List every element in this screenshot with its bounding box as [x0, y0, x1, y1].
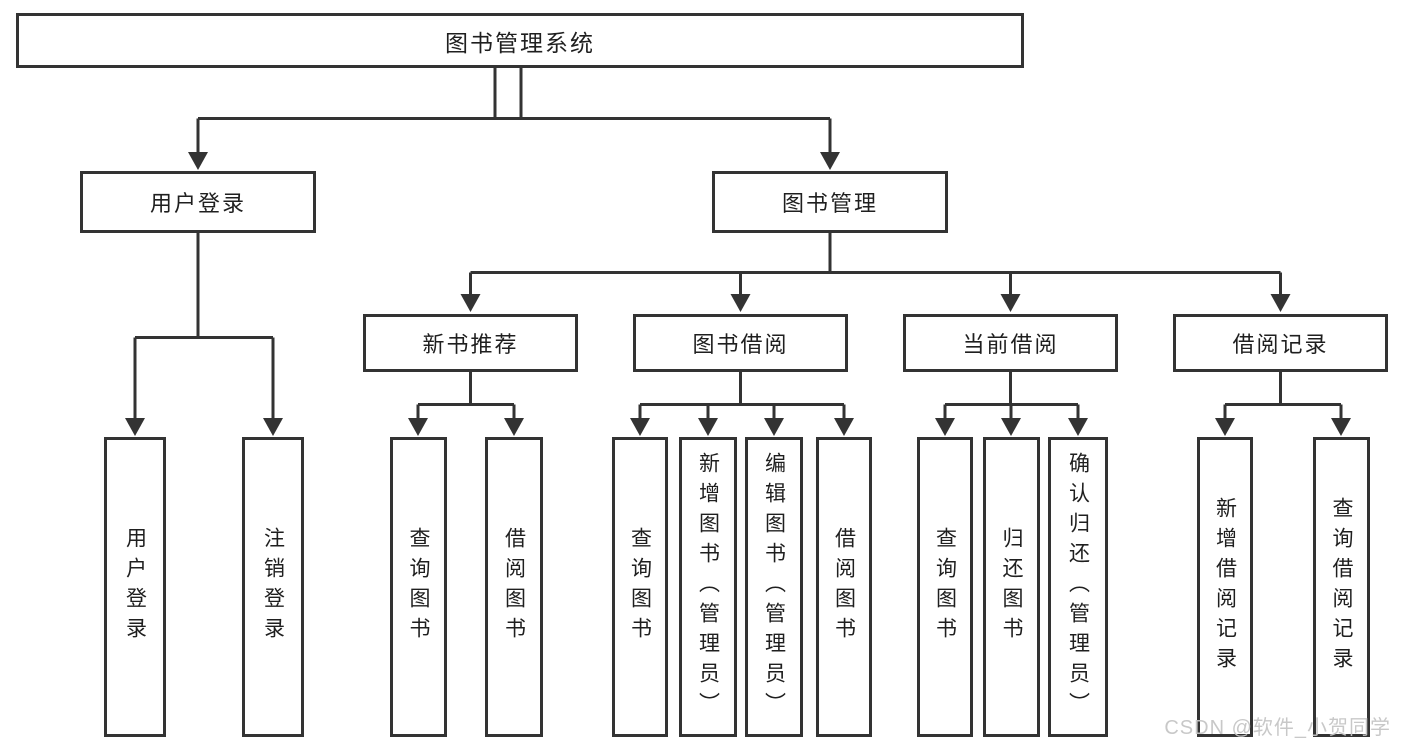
connector-paths	[133, 68, 1343, 420]
node-label: 借阅图书	[832, 527, 857, 647]
arrowhead	[730, 294, 751, 312]
node-label: 查询图书	[407, 527, 431, 647]
node-leaf-current-return-books: 归还图书	[983, 437, 1040, 737]
connector-borrowing-to-leaves	[638, 372, 846, 420]
watermark: CSDN @软件_小贺同学	[1164, 717, 1391, 739]
arrowhead	[834, 418, 854, 436]
arrowhead	[263, 418, 283, 436]
node-leaf-recommend-borrow-books: 借阅图书	[485, 437, 543, 737]
node-label: 图书管理系统	[445, 30, 595, 56]
connector-current-to-leaves	[943, 372, 1080, 420]
node-book-management-system: 图书管理系统	[16, 13, 1024, 68]
node-label: 编辑图书（管理员）	[762, 452, 787, 722]
node-label: 借阅记录	[1232, 332, 1329, 357]
arrowhead	[630, 418, 650, 436]
node-label: 归还图书	[1000, 527, 1024, 647]
node-label: 新增借阅记录	[1213, 497, 1238, 677]
arrowhead	[188, 152, 208, 170]
node-leaf-current-confirm-return-admin: 确认归还（管理员）	[1048, 437, 1108, 737]
node-label: 注销登录	[261, 527, 286, 647]
node-label: 用户登录	[123, 527, 148, 647]
node-leaf-logout: 注销登录	[242, 437, 304, 737]
arrowhead	[504, 418, 524, 436]
node-label: 查询图书	[933, 527, 958, 647]
node-label: 当前借阅	[962, 332, 1059, 357]
node-label: 新增图书（管理员）	[696, 452, 721, 722]
node-borrowing-records: 借阅记录	[1173, 314, 1388, 372]
node-label: 借阅图书	[502, 527, 527, 647]
node-label: 新书推荐	[422, 332, 519, 357]
node-label: 查询借阅记录	[1330, 497, 1354, 677]
connector-root-to-level2	[196, 68, 832, 153]
node-new-book-recommend: 新书推荐	[363, 314, 578, 372]
arrowhead	[1068, 418, 1088, 436]
arrowhead	[408, 418, 428, 436]
node-user-login: 用户登录	[80, 171, 316, 233]
node-leaf-records-query-borrow-record: 查询借阅记录	[1313, 437, 1370, 737]
node-book-management: 图书管理	[712, 171, 948, 233]
node-label: 图书借阅	[692, 332, 789, 357]
node-leaf-borrowing-edit-book-admin: 编辑图书（管理员）	[745, 437, 803, 737]
node-leaf-records-add-borrow-record: 新增借阅记录	[1197, 437, 1253, 737]
arrowhead	[125, 418, 145, 436]
node-leaf-current-query-books: 查询图书	[917, 437, 973, 737]
connector-book-management-to-modules	[469, 233, 1282, 296]
node-leaf-user-login: 用户登录	[104, 437, 166, 737]
node-label: 图书管理	[781, 191, 878, 216]
node-leaf-borrowing-add-book-admin: 新增图书（管理员）	[679, 437, 737, 737]
arrowhead	[1001, 418, 1021, 436]
arrowhead	[764, 418, 784, 436]
arrowhead	[935, 418, 955, 436]
arrowhead	[698, 418, 718, 436]
node-leaf-borrowing-borrow-books: 借阅图书	[816, 437, 872, 737]
arrowhead	[1000, 294, 1021, 312]
node-book-borrowing: 图书借阅	[633, 314, 848, 372]
node-leaf-recommend-query-books: 查询图书	[390, 437, 447, 737]
arrowheads	[125, 152, 1351, 436]
arrowhead	[460, 294, 481, 312]
connector-records-to-leaves	[1223, 372, 1343, 420]
node-label: 用户登录	[149, 191, 246, 216]
node-current-borrowing: 当前借阅	[903, 314, 1118, 372]
arrowhead	[1331, 418, 1351, 436]
arrowhead	[1215, 418, 1235, 436]
arrowhead	[820, 152, 840, 170]
arrowhead	[1270, 294, 1291, 312]
connector-user-login-to-leaves	[133, 233, 275, 420]
node-leaf-borrowing-query-books: 查询图书	[612, 437, 668, 737]
connector-recommend-to-leaves	[416, 372, 516, 420]
node-label: 确认归还（管理员）	[1066, 452, 1091, 722]
node-label: 查询图书	[628, 527, 653, 647]
